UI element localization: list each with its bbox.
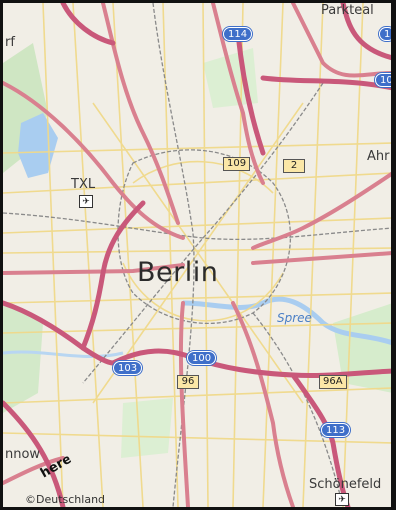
autobahn-shield: 113 [321, 423, 351, 437]
city-label-berlin: Berlin [137, 257, 219, 288]
map-copyright: ©Deutschland [25, 493, 106, 506]
river-spree [182, 296, 391, 346]
autobahn-shield: 103 [113, 361, 143, 375]
place-label-txl: TXL [71, 177, 96, 192]
map-canvas[interactable] [3, 3, 393, 507]
place-label-parkteal: Parkteal [321, 3, 374, 18]
place-label-schonefeld: Schönefeld [309, 477, 382, 492]
park-area [3, 303, 43, 413]
federal-road-badge: 109 [223, 157, 251, 171]
place-label-ahr: Ahr [367, 149, 390, 164]
park-area [3, 43, 48, 173]
autobahn-shield: 10 [375, 73, 391, 87]
river [3, 350, 124, 359]
federal-road-badge: 96 [177, 375, 199, 389]
river-label-spree: Spree [277, 311, 312, 325]
airport-icon: ✈ [335, 493, 349, 506]
major-roads [3, 3, 391, 507]
place-label-left-edge: rf [5, 35, 15, 50]
park-area [121, 398, 173, 458]
autobahn-shield: 100 [187, 351, 217, 365]
autobahn-shield: 1 [379, 27, 391, 41]
federal-road-badge: 96A [319, 375, 347, 389]
autobahn-shield: 114 [223, 27, 253, 41]
federal-road-badge: 2 [283, 159, 305, 173]
place-label-nnow: nnow [5, 447, 41, 462]
airport-icon: ✈ [79, 195, 93, 208]
